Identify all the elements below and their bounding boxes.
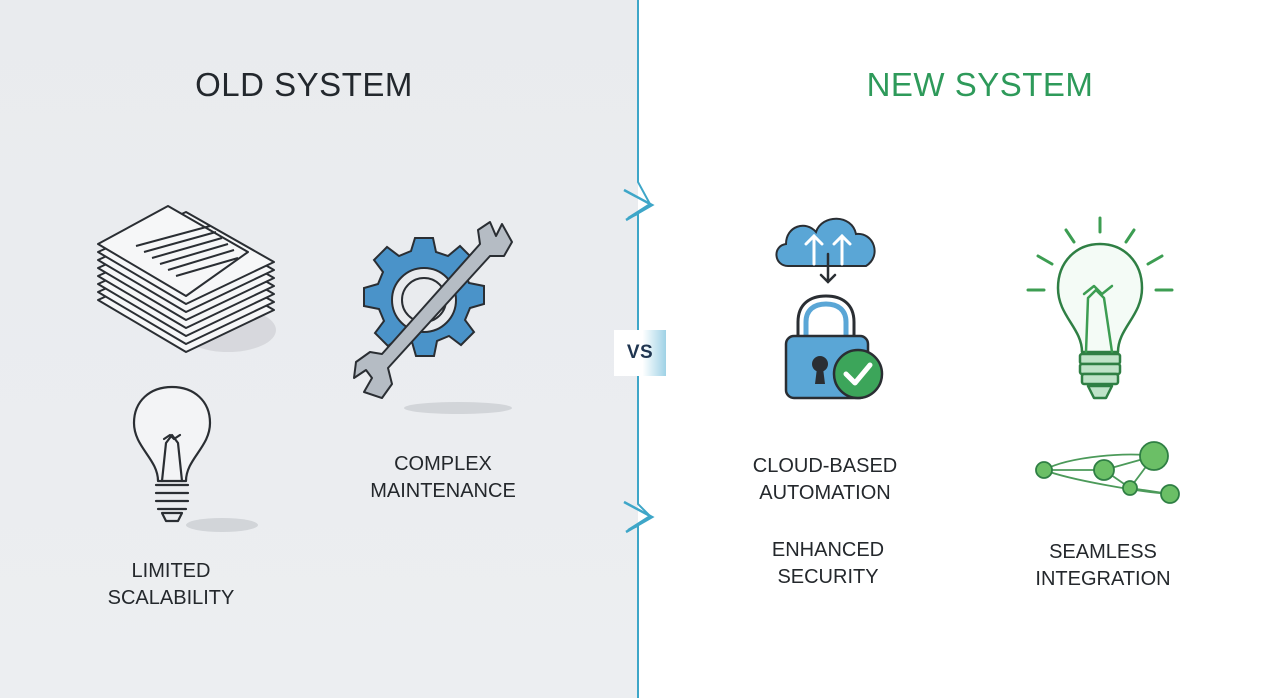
seamless-integration-label: SEAMLESS INTEGRATION bbox=[1035, 539, 1170, 593]
padlock-check-icon bbox=[784, 294, 884, 400]
enhanced-security-line-2: SECURITY bbox=[777, 566, 879, 588]
cloud-based-automation-label: CLOUD-BASED AUTOMATION bbox=[753, 453, 897, 507]
divider-arrow-top bbox=[623, 188, 655, 222]
seamless-integration-line-1: SEAMLESS bbox=[1049, 541, 1157, 563]
limited-scalability-label: LIMITED SCALABILITY bbox=[108, 558, 235, 612]
cloud-sync-icon bbox=[775, 217, 876, 284]
cloud-based-automation-line-2: AUTOMATION bbox=[759, 482, 891, 504]
old-system-heading: OLD SYSTEM bbox=[195, 66, 413, 103]
complex-maintenance-line-1: COMPLEX bbox=[394, 453, 492, 475]
complex-maintenance-line-2: MAINTENANCE bbox=[370, 480, 516, 502]
new-system-heading: NEW SYSTEM bbox=[866, 66, 1094, 103]
limited-scalability-line-2: SCALABILITY bbox=[107, 587, 235, 609]
divider-arrow-bottom bbox=[623, 500, 655, 534]
seamless-integration-line-2: INTEGRATION bbox=[1035, 568, 1171, 590]
cloud-based-automation-line-1: CLOUD-BASED bbox=[752, 455, 898, 477]
enhanced-security-line-1: ENHANCED bbox=[771, 539, 885, 561]
vs-badge: VS bbox=[614, 330, 666, 376]
lightbulb-icon bbox=[1026, 216, 1174, 400]
gear-wrench-icon bbox=[353, 221, 513, 414]
new-system-panel bbox=[638, 0, 1280, 698]
paper-stack-icon bbox=[97, 205, 276, 353]
complex-maintenance-label: COMPLEX MAINTENANCE bbox=[370, 451, 516, 505]
old-system-panel bbox=[0, 0, 638, 698]
enhanced-security-label: ENHANCED SECURITY bbox=[772, 537, 884, 591]
limited-scalability-line-1: LIMITED bbox=[131, 560, 211, 582]
lightbulb-icon bbox=[132, 385, 258, 532]
network-nodes-icon bbox=[1035, 441, 1180, 504]
